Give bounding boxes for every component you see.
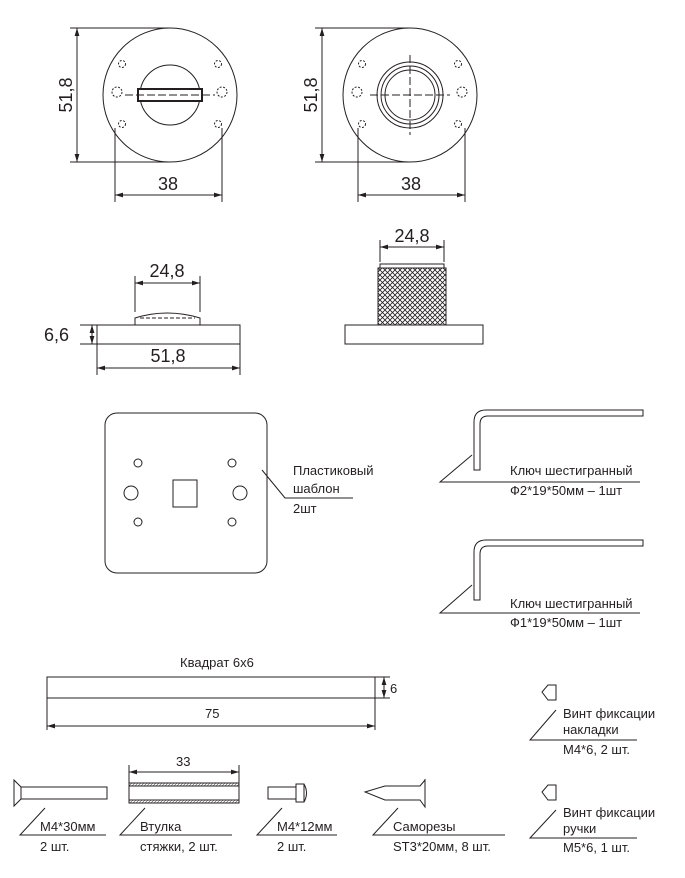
part-label: М4*30мм bbox=[40, 819, 96, 834]
rosette-holes-dim: 38 bbox=[158, 174, 178, 194]
square-bar-height: 6 bbox=[390, 681, 397, 696]
side-view-knurled: 24,8 bbox=[344, 226, 484, 345]
template-label-2: шаблон bbox=[293, 481, 340, 496]
base-height-dim: 6,6 bbox=[44, 325, 69, 345]
set-screw-label-2: накладки bbox=[563, 722, 619, 737]
side-view-slotted: 24,8 6,6 51,8 bbox=[44, 261, 241, 375]
part-qty: 2 шт. bbox=[277, 839, 306, 854]
self-tapping-screw: Саморезы ST3*20мм, 8 шт. bbox=[363, 778, 505, 854]
part-label: Втулка bbox=[140, 819, 182, 834]
square-bar-length: 75 bbox=[205, 706, 219, 721]
square-bar: Квадрат 6x6 6 75 bbox=[46, 655, 397, 730]
sleeve: 33 Втулка стяжки, 2 шт. bbox=[118, 754, 240, 854]
knob-width-dim-2: 24,8 bbox=[394, 226, 429, 246]
knob-width-dim: 24,8 bbox=[149, 261, 184, 281]
set-screw-spec: М4*6, 2 шт. bbox=[563, 742, 630, 757]
part-label: Саморезы bbox=[393, 819, 455, 834]
part-qty: стяжки, 2 шт. bbox=[140, 839, 218, 854]
part-qty: 2 шт. bbox=[40, 839, 69, 854]
set-screw-label: Винт фиксации bbox=[563, 706, 655, 721]
set-screw-label-2: ручки bbox=[563, 821, 596, 836]
hex-key-label: Ключ шестигранный bbox=[510, 596, 633, 611]
part-label: М4*12мм bbox=[277, 819, 333, 834]
base-width-dim: 51,8 bbox=[150, 346, 185, 366]
template-qty: 2шт bbox=[293, 501, 317, 516]
plastic-template: Пластиковый шаблон 2шт bbox=[104, 412, 373, 574]
rosette-front-slotted: 51,8 38 bbox=[56, 27, 238, 202]
rosette-holes-dim-2: 38 bbox=[401, 174, 421, 194]
screw-m4x30: М4*30мм 2 шт. bbox=[13, 778, 108, 854]
rosette-height-dim: 51,8 bbox=[56, 77, 76, 112]
hex-key-1: Ключ шестигранный Ф2*19*50мм – 1шт bbox=[438, 409, 644, 498]
part-qty: ST3*20мм, 8 шт. bbox=[393, 839, 491, 854]
template-label: Пластиковый bbox=[293, 463, 373, 478]
hex-key-label: Ключ шестигранный bbox=[510, 463, 633, 478]
set-screw-label: Винт фиксации bbox=[563, 805, 655, 820]
rosette-front-knob: 51,8 38 bbox=[301, 27, 478, 202]
sleeve-length-dim: 33 bbox=[176, 754, 190, 769]
screw-m4x12: М4*12мм 2 шт. bbox=[255, 783, 337, 854]
set-screw-plate: Винт фиксации накладки М4*6, 2 шт. bbox=[528, 684, 655, 757]
rosette-height-dim-2: 51,8 bbox=[301, 77, 321, 112]
set-screw-handle: Винт фиксации ручки М5*6, 1 шт. bbox=[528, 784, 655, 855]
set-screw-spec: М5*6, 1 шт. bbox=[563, 840, 630, 855]
hex-key-spec: Ф2*19*50мм – 1шт bbox=[510, 483, 622, 498]
hex-key-spec: Ф1*19*50мм – 1шт bbox=[510, 615, 622, 630]
square-bar-title: Квадрат 6x6 bbox=[180, 655, 254, 670]
hex-key-2: Ключ шестигранный Ф1*19*50мм – 1шт bbox=[438, 539, 644, 630]
